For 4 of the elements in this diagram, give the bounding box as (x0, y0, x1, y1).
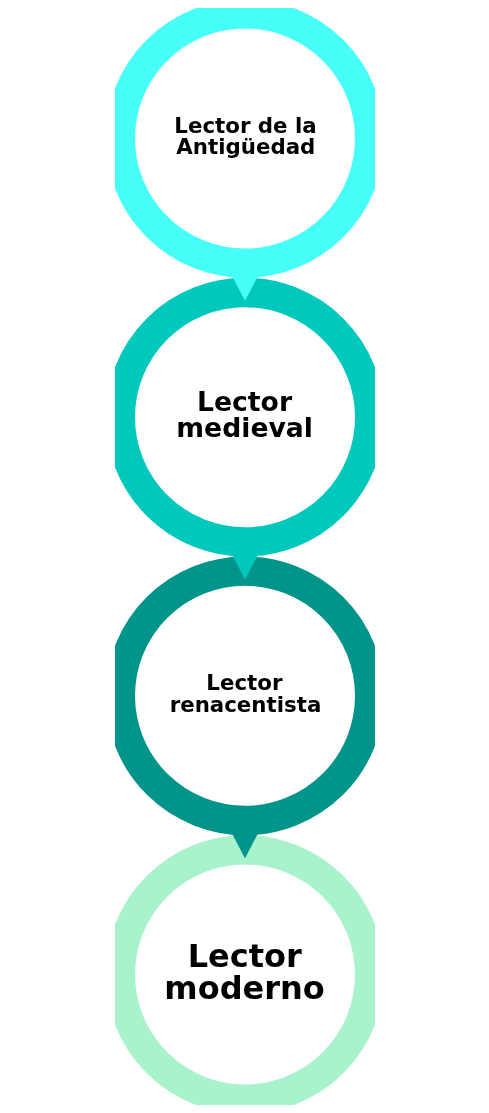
node-circle: Lector medieval (114, 277, 375, 557)
node-circle: Lector renacentista (114, 556, 375, 836)
node-circle: Lector de la Antigüedad (114, 8, 375, 278)
node-circle: Lector moderno (114, 835, 375, 1105)
